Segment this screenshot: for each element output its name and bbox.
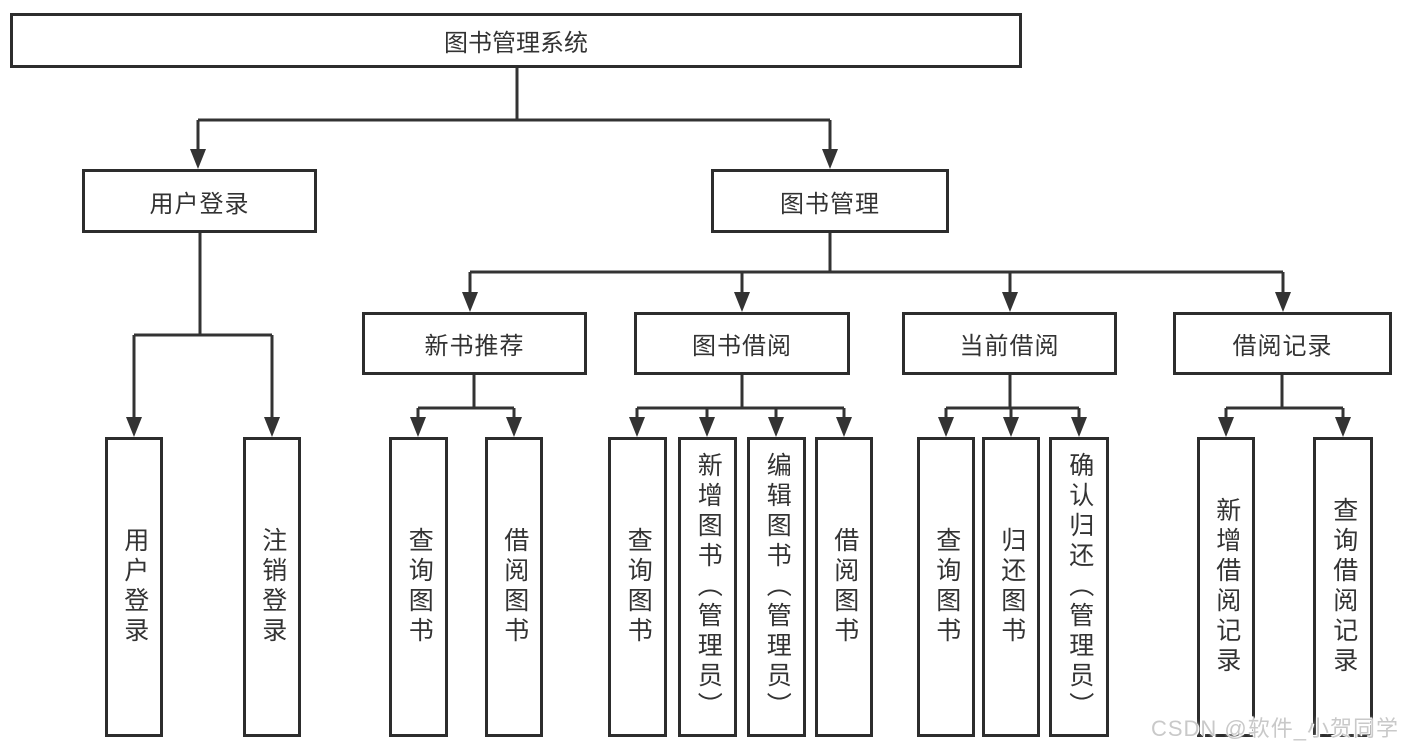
leaf-return-book: 归还图书: [982, 437, 1040, 737]
node-current-borrow-label: 当前借阅: [959, 333, 1060, 360]
node-library-system: 图书管理系统: [10, 13, 1022, 68]
leaf-query-books-current-label: 查询图书: [932, 527, 961, 647]
leaf-edit-book-admin-label: 编辑图书（管理员）: [763, 452, 792, 722]
node-new-book-recommend: 新书推荐: [362, 312, 587, 375]
leaf-confirm-return-admin-label: 确认归还（管理员）: [1065, 452, 1094, 722]
leaf-query-books-borrow: 查询图书: [608, 437, 667, 737]
node-book-borrow: 图书借阅: [634, 312, 850, 375]
node-new-book-recommend-label: 新书推荐: [424, 333, 525, 360]
leaf-add-book-admin-label: 新增图书（管理员）: [694, 452, 723, 722]
leaf-add-book-admin: 新增图书（管理员）: [678, 437, 737, 737]
leaf-query-borrow-record-label: 查询借阅记录: [1329, 497, 1358, 677]
leaf-user-login: 用户登录: [105, 437, 163, 737]
node-book-management-label: 图书管理: [780, 190, 880, 218]
leaf-confirm-return-admin: 确认归还（管理员）: [1049, 437, 1109, 737]
node-borrow-records: 借阅记录: [1173, 312, 1392, 375]
leaf-return-book-label: 归还图书: [997, 527, 1026, 647]
leaf-add-borrow-record-label: 新增借阅记录: [1212, 497, 1241, 677]
leaf-borrow-books-borrow: 借阅图书: [815, 437, 873, 737]
leaf-query-books-recommend-label: 查询图书: [405, 527, 434, 647]
leaf-user-login-label: 用户登录: [120, 527, 149, 647]
leaf-query-books-current: 查询图书: [917, 437, 975, 737]
arrowheads: [126, 149, 1351, 437]
leaf-borrow-books-recommend-label: 借阅图书: [500, 527, 529, 647]
node-borrow-records-label: 借阅记录: [1232, 333, 1333, 360]
node-user-login: 用户登录: [82, 169, 317, 233]
watermark: CSDN @软件_小贺同学: [1150, 716, 1399, 741]
leaf-query-books-recommend: 查询图书: [389, 437, 448, 737]
leaf-query-books-borrow-label: 查询图书: [624, 527, 653, 647]
node-user-login-label: 用户登录: [149, 190, 250, 218]
leaf-query-borrow-record: 查询借阅记录: [1313, 437, 1373, 737]
node-book-management: 图书管理: [711, 169, 949, 233]
node-current-borrow: 当前借阅: [902, 312, 1117, 375]
node-library-system-label: 图书管理系统: [444, 30, 588, 57]
leaf-edit-book-admin: 编辑图书（管理员）: [747, 437, 806, 737]
leaf-borrow-books-recommend: 借阅图书: [485, 437, 543, 737]
leaf-borrow-books-borrow-label: 借阅图书: [830, 527, 859, 647]
leaf-logout: 注销登录: [243, 437, 301, 737]
leaf-add-borrow-record: 新增借阅记录: [1197, 437, 1255, 737]
node-book-borrow-label: 图书借阅: [692, 333, 792, 360]
leaf-logout-label: 注销登录: [258, 527, 287, 647]
